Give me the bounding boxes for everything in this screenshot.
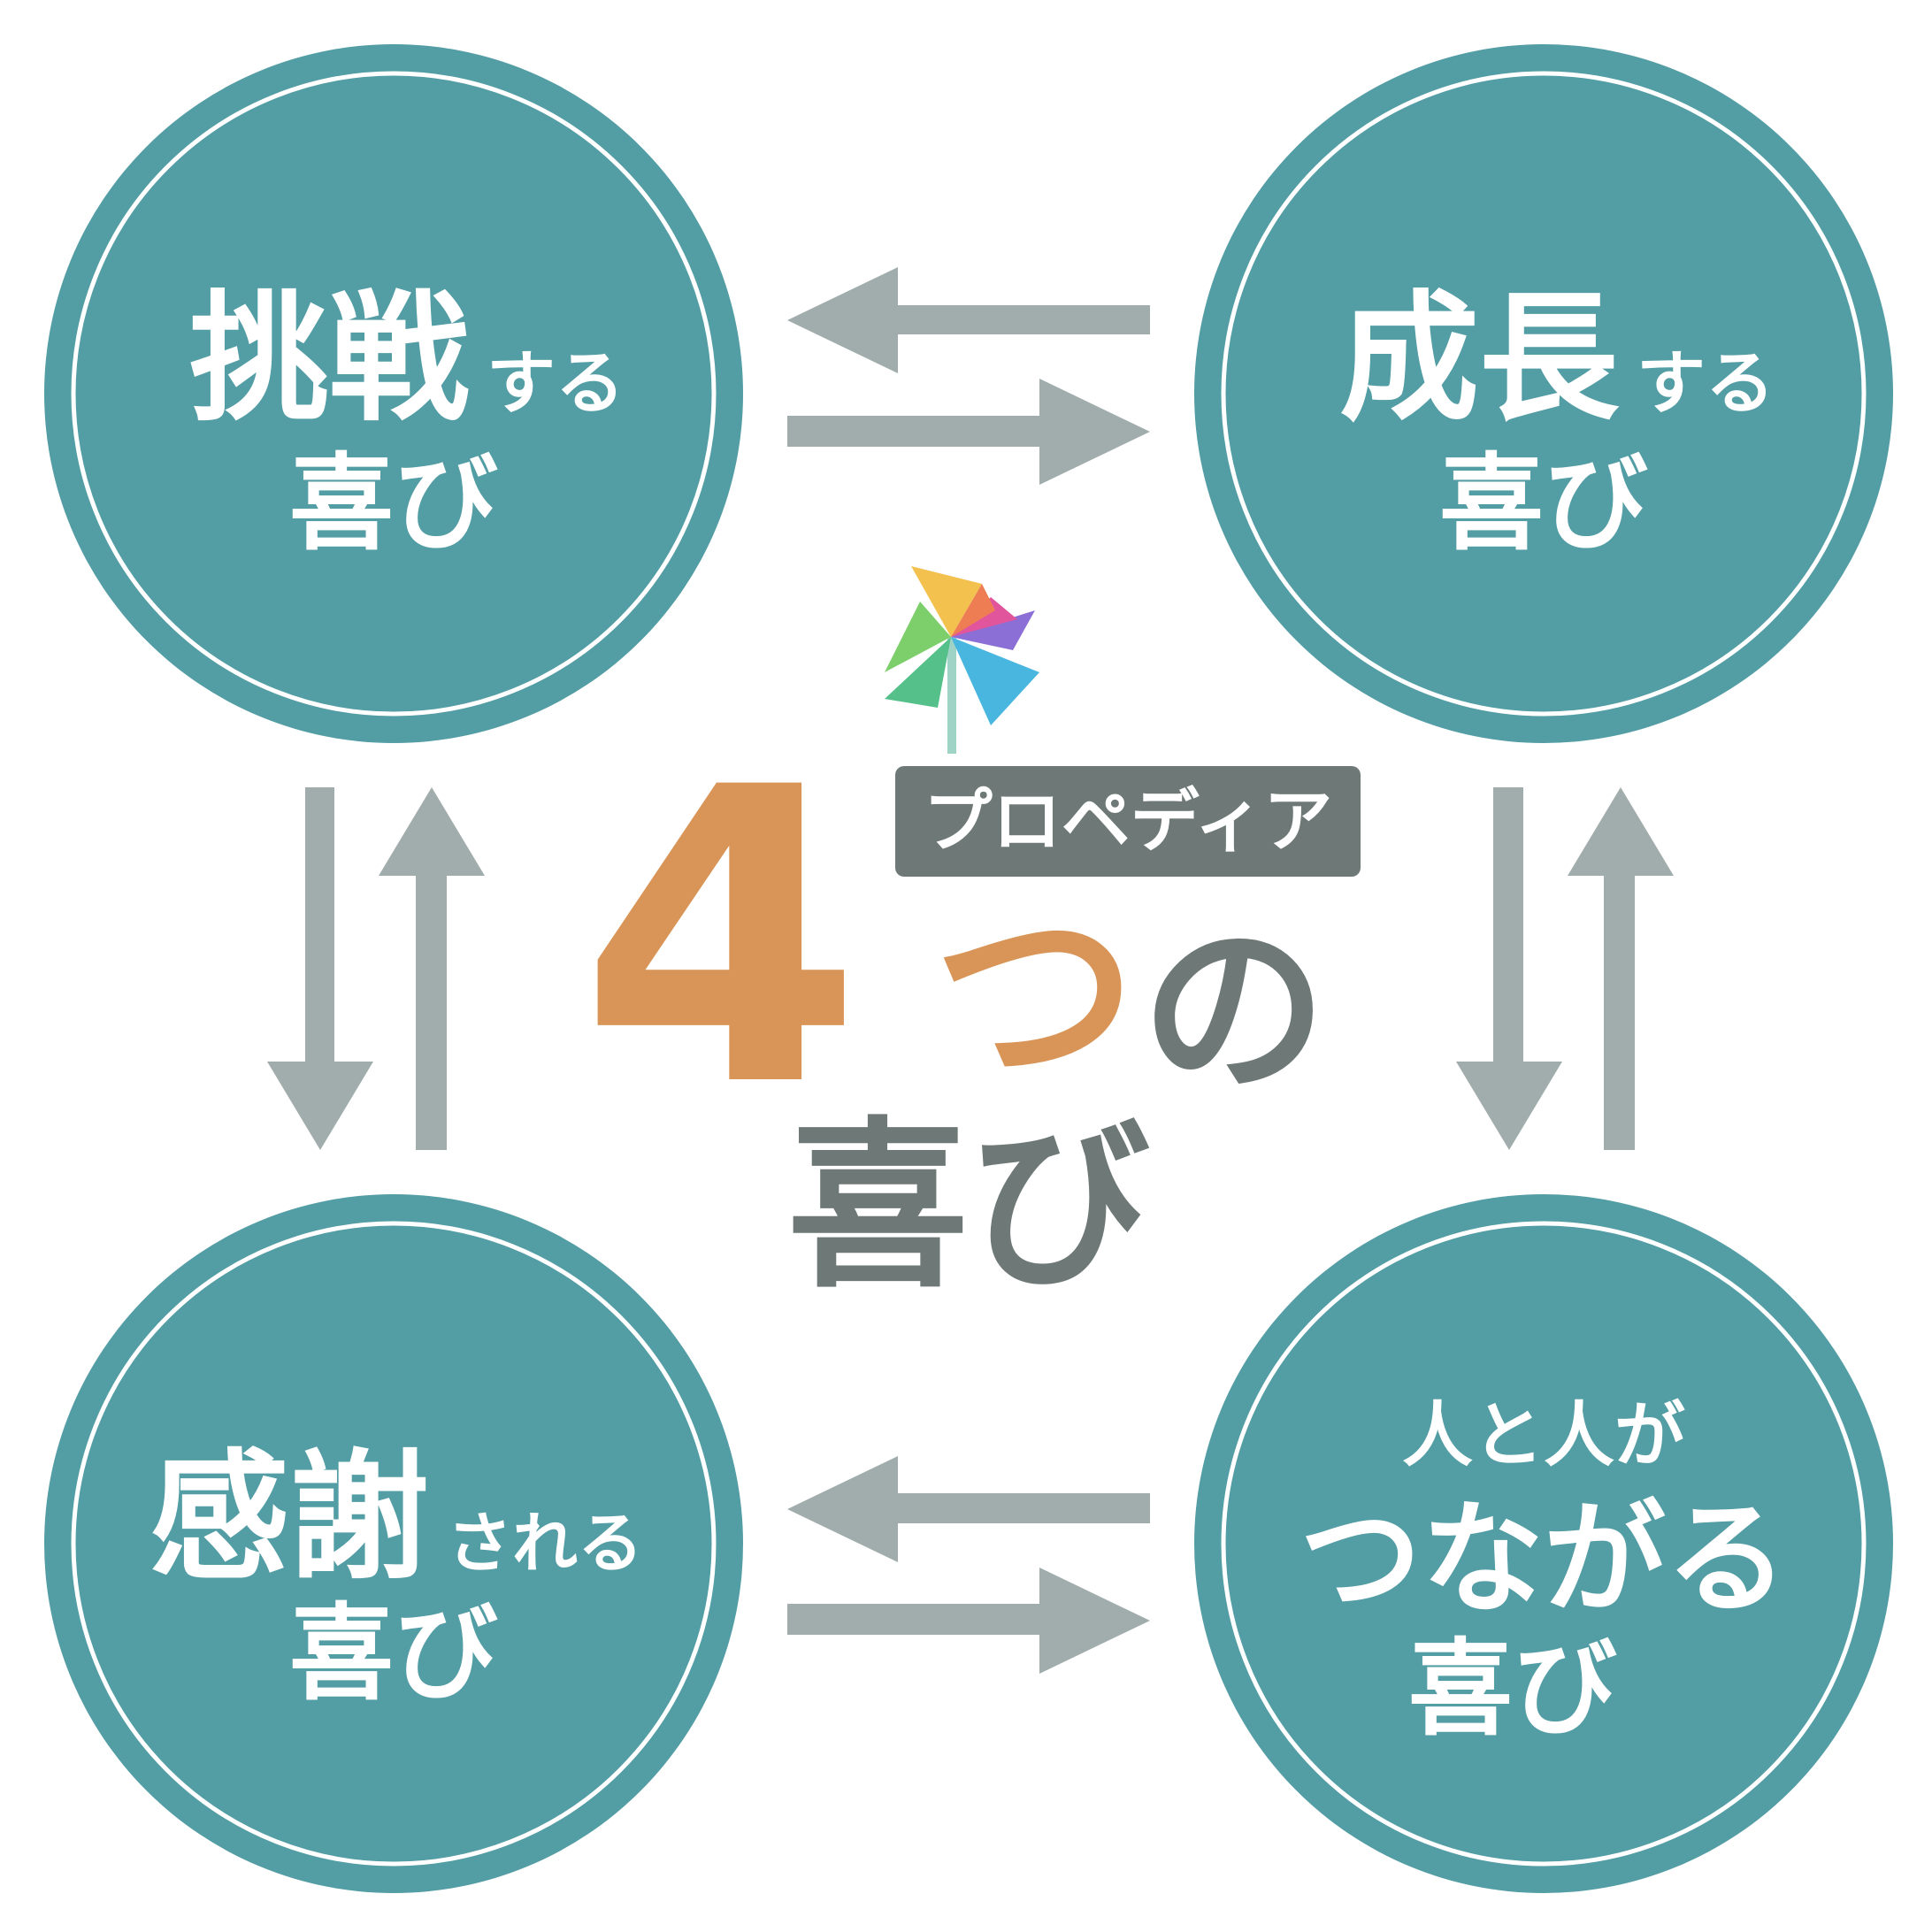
center-joy: 喜び	[787, 1102, 1150, 1313]
bottom-left-suffix: される	[447, 1506, 643, 1582]
circle-bottom-right	[1194, 1194, 1893, 1893]
badge-text: プロペディア	[924, 782, 1333, 862]
top-left-main: 挑戦	[189, 278, 469, 441]
circle-bottom-left	[44, 1194, 743, 1893]
top-left-joy: 喜び	[289, 442, 498, 564]
center-number: 4	[579, 702, 862, 1176]
arrow-left-bottom	[787, 1456, 1150, 1562]
arrow-down-left	[267, 787, 373, 1150]
top-right-suffix: する	[1637, 344, 1775, 424]
bottom-right-main: つながる	[1300, 1488, 1788, 1630]
top-right-main: 成長	[1339, 278, 1620, 441]
bottom-right-top: 人と人が	[1402, 1394, 1685, 1476]
top-left-suffix: する	[487, 344, 625, 424]
center-tsu: つ	[933, 878, 1137, 1115]
bottom-right-joy: 喜び	[1408, 1628, 1617, 1750]
bottom-left-main: 感謝	[150, 1437, 429, 1599]
arrow-up-left	[379, 787, 485, 1150]
arrow-up-right	[1568, 787, 1674, 1150]
arrow-right-top	[787, 379, 1150, 485]
circle-top-left	[44, 44, 743, 743]
top-right-joy: 喜び	[1439, 442, 1648, 564]
arrow-down-right	[1456, 787, 1562, 1150]
center-no: の	[1141, 902, 1327, 1119]
badge-background	[895, 766, 1361, 877]
arrow-left-top	[787, 267, 1150, 373]
bottom-left-joy: 喜び	[289, 1592, 498, 1714]
arrow-right-bottom	[787, 1568, 1150, 1674]
pinwheel-icon	[885, 566, 1039, 754]
circle-top-right	[1194, 44, 1893, 743]
